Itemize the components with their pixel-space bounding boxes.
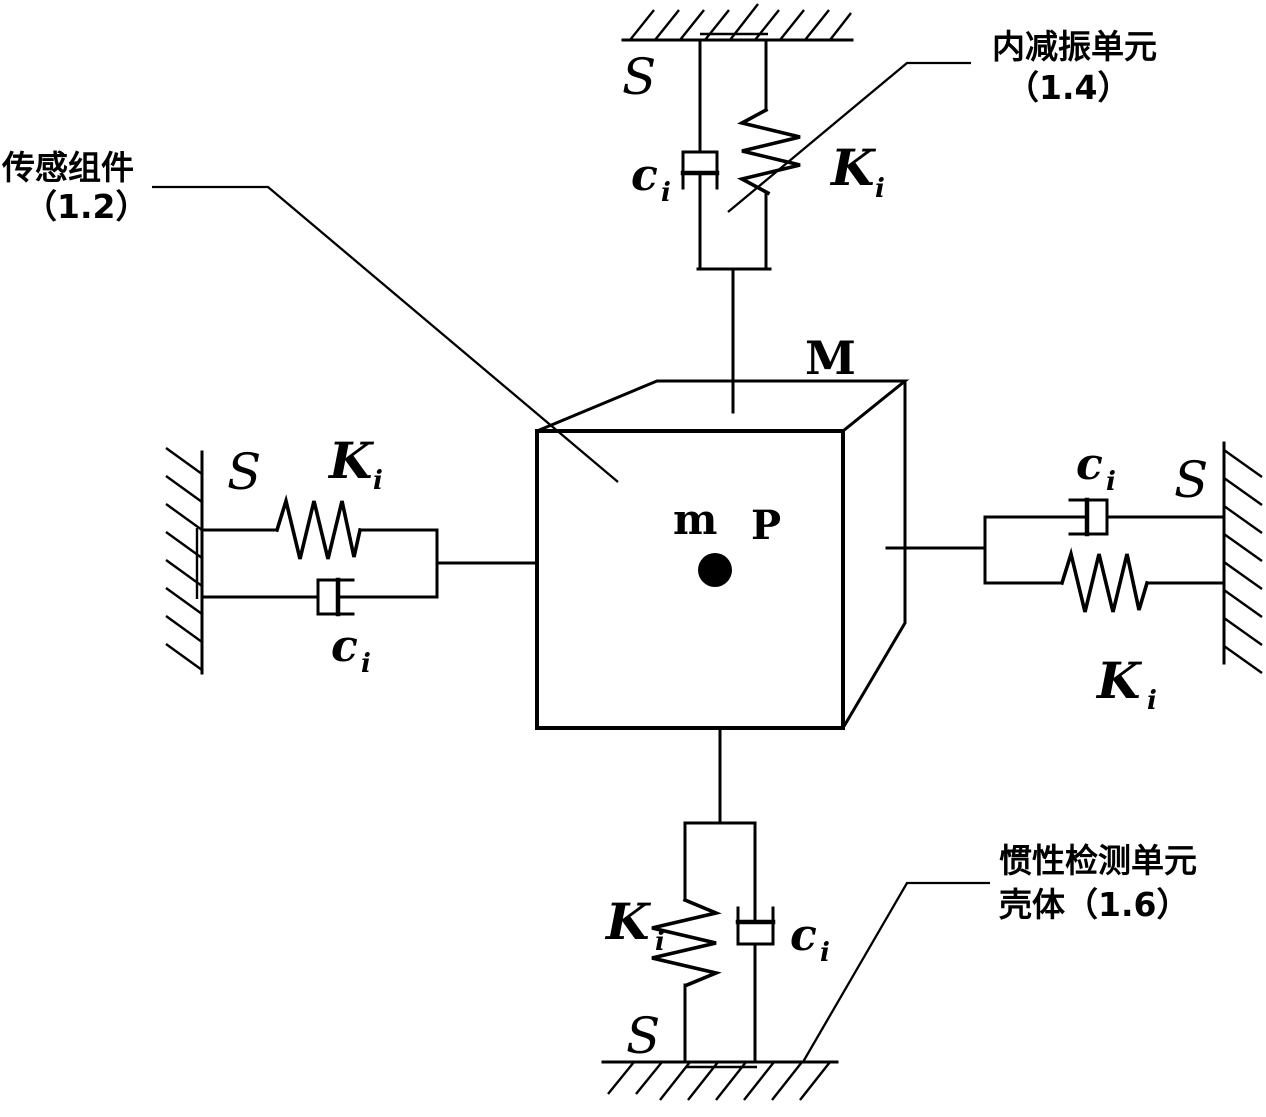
damping-label-right: c [1076, 439, 1103, 490]
sensor-callout-line1: 传感组件 [1, 148, 134, 187]
ceiling-hatch [629, 9, 655, 41]
damping-subscript-bottom: i [820, 938, 830, 968]
wall-hatch [165, 503, 203, 531]
spring-symbol [651, 897, 722, 988]
support-label-top: S [622, 48, 656, 106]
damping-label-bottom: c [790, 910, 817, 961]
support-label-left: S [227, 443, 261, 501]
mass-block: M m P [535, 331, 910, 731]
cube-top-face [535, 379, 910, 434]
wall-hatch [1223, 561, 1263, 590]
damper-cup [681, 150, 719, 190]
wall-hatch [1223, 533, 1263, 562]
inner-mass-label: m [673, 495, 717, 544]
ceiling-hatch [704, 9, 730, 41]
stiffness-label-right: K [1095, 651, 1143, 710]
stiffness-subscript-right: i [1147, 686, 1157, 716]
housing-leader-line [802, 881, 990, 1063]
top-damper-unit: S c i K i [621, 3, 885, 414]
spring-symbol [737, 107, 801, 196]
wall-hatch [1223, 589, 1263, 618]
spring-symbol [1059, 547, 1150, 613]
inner-damping-callout-line1: 内减振单元 [992, 27, 1157, 66]
wall-hatch [165, 615, 203, 643]
wall-hatch [165, 475, 203, 503]
ceiling-hatch [754, 9, 780, 41]
right-damper-unit: c i S K i [885, 439, 1263, 716]
stiffness-subscript-top: i [875, 174, 885, 204]
wall-hatch [1223, 505, 1263, 534]
ceiling-hatch [804, 9, 830, 41]
wall-hatch [165, 531, 203, 559]
housing-callout-line2: 壳体（1.6） [999, 885, 1189, 924]
stiffness-label-left: K [327, 431, 375, 490]
proof-mass-dot [698, 553, 732, 587]
stiffness-subscript-bottom: i [655, 927, 665, 957]
damping-subscript-left: i [361, 649, 371, 679]
damping-label-left: c [331, 621, 358, 672]
damping-subscript-right: i [1106, 467, 1116, 497]
spring-symbol [274, 494, 363, 560]
ceiling-hatch [679, 9, 705, 41]
ground-hatch [715, 1061, 747, 1101]
ceiling-hatch [654, 9, 680, 41]
ground-hatch [771, 1061, 803, 1101]
wall-hatch [165, 643, 203, 671]
wall-hatch [1223, 645, 1263, 674]
ground-hatch [659, 1061, 691, 1101]
stiffness-label-bottom: K [604, 892, 652, 951]
sensor-leader-line [152, 185, 619, 483]
ground-hatch [743, 1061, 775, 1101]
stiffness-label-top: K [829, 138, 877, 197]
support-label-right: S [1174, 451, 1208, 509]
ground-hatch [687, 1061, 719, 1101]
cube-right-face [840, 379, 907, 731]
damping-subscript-top: i [661, 178, 671, 208]
wall-hatch [165, 587, 203, 615]
ground-hatch [607, 1061, 635, 1095]
wall-hatch [165, 559, 203, 587]
ground-hatch [635, 1061, 663, 1095]
wall-hatch [1223, 477, 1263, 506]
inner-damping-callout-line2: （1.4） [1006, 68, 1130, 107]
ground-hatch [799, 1061, 831, 1101]
wall-hatch [1223, 617, 1263, 646]
outer-mass-label: M [805, 331, 856, 385]
cube-front-face [535, 429, 845, 730]
damping-label-top: c [631, 150, 658, 201]
callout-inner-damping-unit: 内减振单元 （1.4） [727, 27, 1157, 213]
callout-inertial-housing: 惯性检测单元 壳体（1.6） [802, 841, 1197, 1063]
stiffness-subscript-left: i [373, 466, 383, 496]
ceiling-hatch [779, 9, 805, 41]
sensor-callout-line2: （1.2） [24, 187, 148, 226]
wall-hatch [1223, 449, 1263, 478]
support-label-bottom: S [626, 1007, 660, 1065]
inner-damping-leader-line [727, 61, 971, 213]
housing-callout-line1: 惯性检测单元 [999, 841, 1197, 880]
damper-cup [316, 578, 355, 616]
left-damper-unit: S K i c i [165, 431, 539, 679]
wall-hatch [165, 447, 203, 475]
point-label: P [751, 502, 781, 549]
bottom-damper-unit: K i c i S [601, 726, 839, 1101]
callout-sensor-assembly: 传感组件 （1.2） [1, 148, 619, 483]
ceiling-hatch [829, 12, 852, 41]
